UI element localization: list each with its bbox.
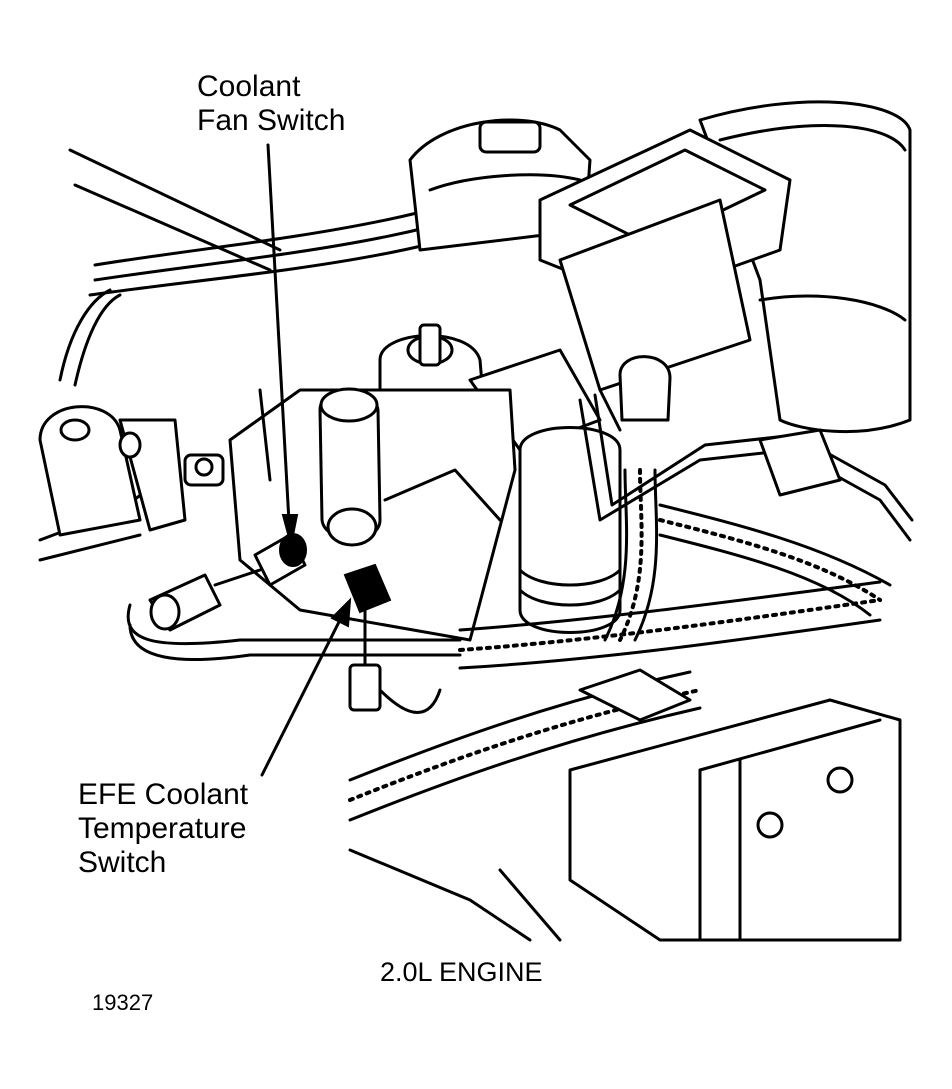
coolant-fan-switch-label: Coolant Fan Switch	[197, 70, 345, 138]
figure-number: 19327	[92, 990, 154, 1015]
efe-switch-arrowhead	[330, 597, 352, 628]
canister	[518, 426, 622, 634]
left-brackets	[38, 405, 225, 537]
master-cylinder	[538, 128, 792, 432]
coolant-fan-switch-label-line1: Coolant	[197, 70, 301, 103]
fan-switch-arrowhead	[281, 514, 299, 546]
efe-switch-label-line3: Switch	[78, 846, 167, 879]
efe-switch-label-line1: EFE Coolant	[78, 778, 249, 811]
efe-switch-part	[343, 563, 442, 714]
battery-box	[348, 698, 902, 942]
brake-lines	[578, 355, 914, 542]
coolant-fan-switch-label-line2: Fan Switch	[197, 104, 346, 137]
cylinder-head	[228, 387, 517, 642]
fan-switch-leader	[266, 143, 292, 542]
efe-switch-label-line2: Temperature	[78, 812, 247, 845]
coolant-fan-switch-part	[148, 533, 307, 632]
engine-caption: 2.0L ENGINE	[380, 957, 543, 987]
wiring-harness	[126, 468, 892, 670]
efe-coolant-temperature-switch-label: EFE Coolant Temperature Switch	[78, 778, 248, 880]
lower-hose	[348, 668, 702, 822]
leader-lines	[260, 143, 352, 777]
efe-switch-leader	[260, 608, 347, 777]
